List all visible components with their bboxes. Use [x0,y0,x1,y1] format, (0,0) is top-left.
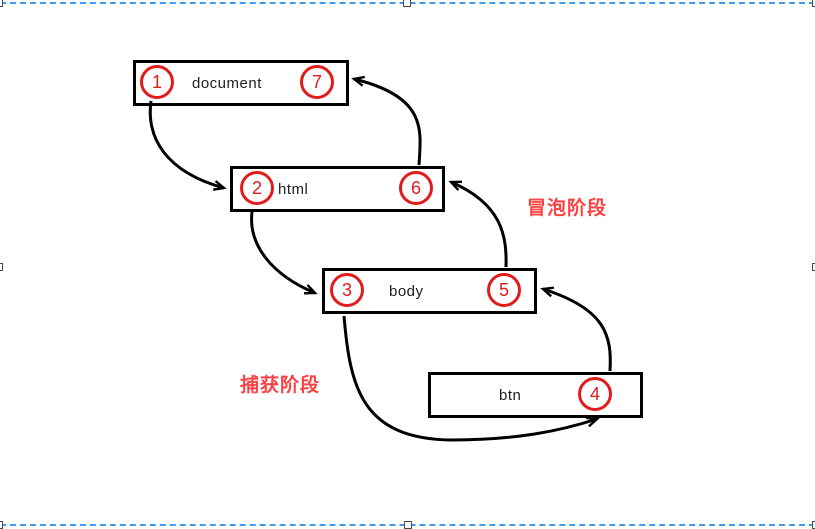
node-html: 2 html 6 [230,166,445,212]
step-number: 3 [341,280,352,300]
step-number: 4 [589,384,600,404]
step-number: 6 [410,178,421,198]
node-label-body: body [389,282,424,300]
node-label-document: document [192,74,262,92]
phase-label-bubble: 冒泡阶段 [527,198,608,219]
selection-handle-bottom-left[interactable] [0,521,3,529]
arrow-2-to-3 [250,211,315,293]
step-circle-5: 5 [487,273,521,307]
step-circle-1: 1 [140,65,174,99]
node-label-html: html [278,180,309,198]
arrow-5-to-6 [451,180,508,268]
step-number: 2 [251,178,262,198]
selection-handle-middle-left[interactable] [0,263,3,271]
step-circle-3: 3 [330,273,364,307]
step-circle-2: 2 [240,171,274,205]
selection-handle-top-left[interactable] [0,0,3,7]
node-btn: btn 4 [428,372,643,418]
selection-handle-middle-right[interactable] [812,263,815,271]
selection-handle-top-center[interactable] [403,0,411,7]
node-body: 3 body 5 [322,268,537,314]
step-number: 1 [151,72,162,92]
selection-handle-bottom-center[interactable] [404,521,412,529]
step-number: 5 [498,280,509,300]
node-document: 1 document 7 [133,60,349,106]
selection-handle-top-right[interactable] [812,0,815,7]
arrow-6-to-7 [354,79,422,166]
arrow-1-to-2 [148,100,224,188]
node-label-btn: btn [499,386,522,404]
phase-label-capture: 捕获阶段 [240,375,321,396]
arrow-4-to-5 [543,289,612,372]
step-number: 7 [311,72,322,92]
step-circle-6: 6 [399,171,433,205]
step-circle-7: 7 [300,65,334,99]
step-circle-4: 4 [578,377,612,411]
